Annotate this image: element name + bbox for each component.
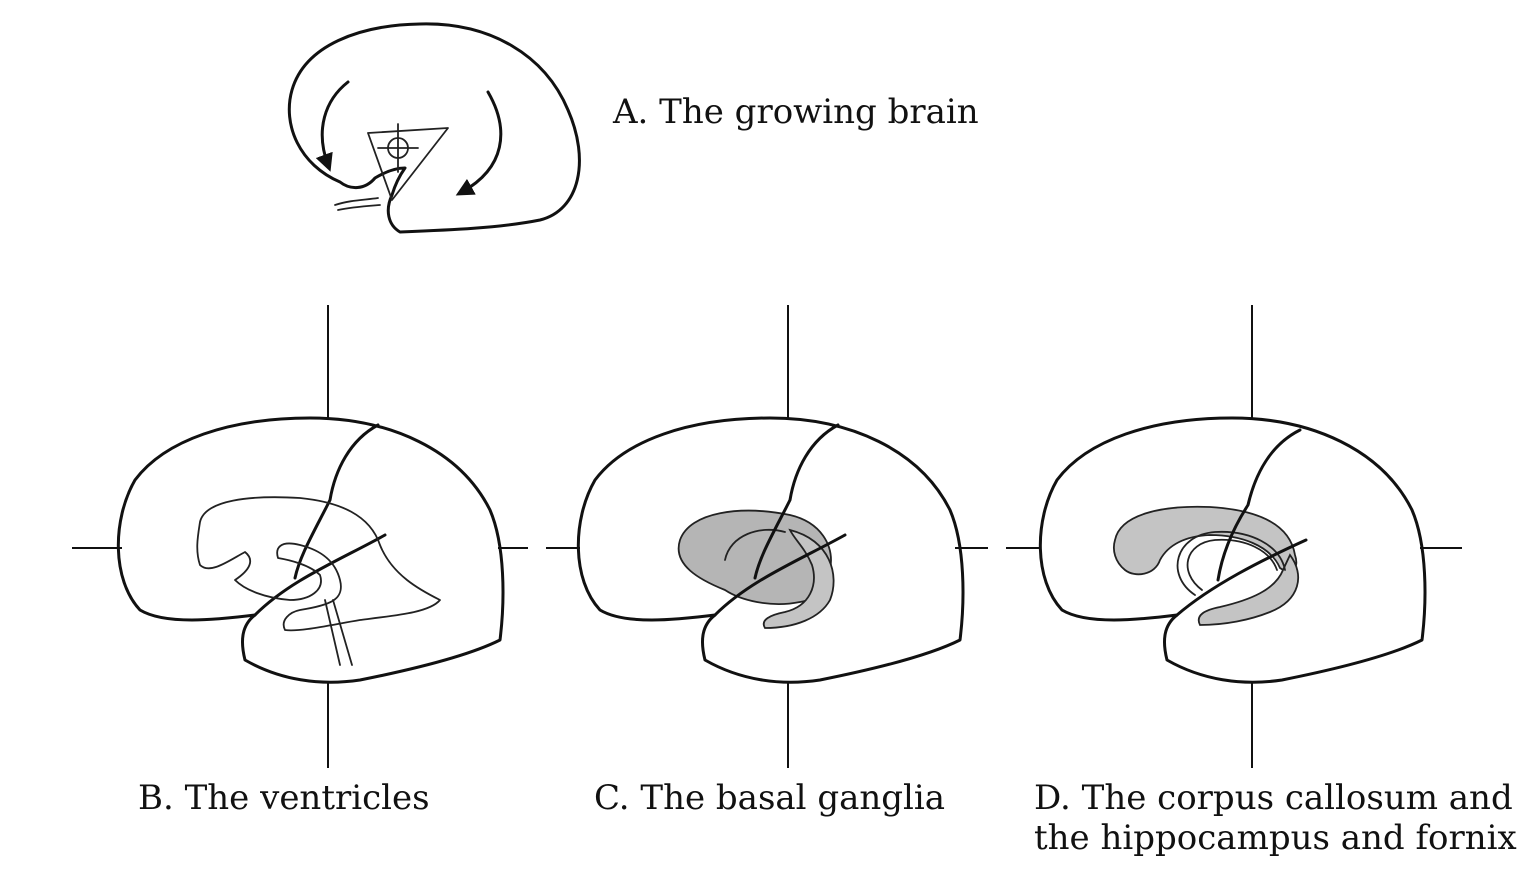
- panel-b-brain-outline: [116, 416, 505, 684]
- panel-a-brain-outline: [287, 22, 581, 234]
- panel-a-brainstem-lower: [337, 204, 381, 211]
- panel-a-growing-brain: [287, 22, 581, 234]
- panel-b-central-sulcus: [293, 423, 380, 580]
- panel-d-corpus-callosum-shape: [1112, 505, 1298, 576]
- caption-corpus-callosum: D. The corpus callosum and the hippocamp…: [1034, 778, 1517, 858]
- panel-d-central-sulcus: [1216, 428, 1302, 582]
- panel-c-basal-ganglia: [546, 305, 988, 768]
- panel-c-brain-outline: [576, 416, 965, 684]
- panel-a-central-triangle: [367, 127, 449, 201]
- caption-corpus-callosum-line2: the hippocampus and fornix: [1034, 818, 1517, 858]
- panel-b-ventricles: [72, 305, 528, 768]
- panel-c-inner-arc: [724, 528, 786, 561]
- panel-d-brain-outline: [1038, 416, 1427, 684]
- panel-a-left-arrow: [315, 80, 350, 172]
- caption-basal-ganglia: C. The basal ganglia: [594, 778, 946, 818]
- caption-ventricles: B. The ventricles: [138, 778, 430, 818]
- panel-d-fornix: [1176, 531, 1286, 596]
- panel-c-central-sulcus: [753, 423, 840, 580]
- caption-growing-brain: A. The growing brain: [613, 92, 979, 132]
- panel-b-lateral-ventricle: [196, 496, 441, 632]
- panel-a-right-arrow: [455, 90, 503, 196]
- panel-d-corpus-callosum: [1006, 305, 1462, 768]
- panel-c-caudate-tail: [762, 528, 835, 629]
- panel-c-temporal-lobe-line: [713, 533, 847, 617]
- caption-corpus-callosum-line1: D. The corpus callosum and: [1034, 778, 1513, 818]
- panel-d-temporal-lobe-line: [1175, 538, 1308, 617]
- panel-d-hippocampus: [1197, 553, 1299, 626]
- panel-a-brainstem: [334, 197, 379, 206]
- panel-b-third-ventricle: [324, 599, 353, 666]
